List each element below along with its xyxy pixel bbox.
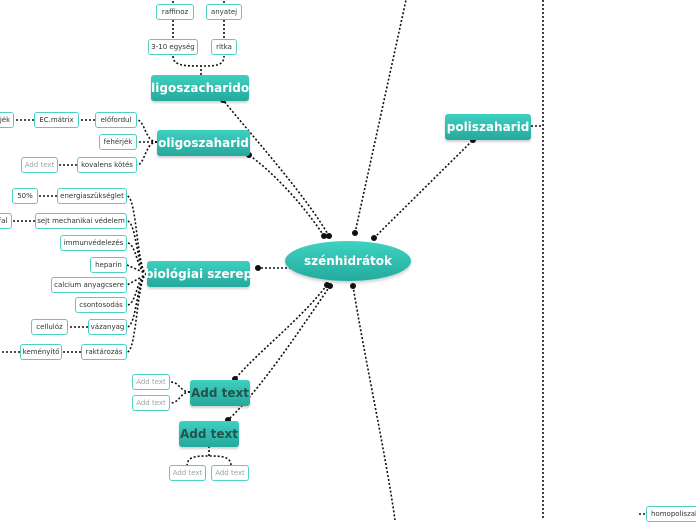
topic-label: oligoszacharidok bbox=[142, 81, 258, 95]
leaf-ec-matrix[interactable]: EC.mátrix bbox=[34, 112, 79, 128]
topic-oligoszaharid[interactable]: oligoszaharid bbox=[157, 130, 250, 156]
leaf-add-text-1a[interactable]: Add text bbox=[132, 374, 170, 390]
leaf-label: ritka bbox=[216, 43, 232, 51]
leaf-feherjek[interactable]: fehérjék bbox=[99, 134, 137, 150]
leaf-raffinoz[interactable]: raffinoz bbox=[156, 4, 194, 20]
leaf-vazanyag[interactable]: vázanyag bbox=[88, 319, 127, 335]
leaf-immunvedelezes[interactable]: immunvédelezés bbox=[60, 235, 127, 251]
topic-add-text-1[interactable]: Add text bbox=[190, 380, 250, 406]
topic-oligoszacharidok[interactable]: oligoszacharidok bbox=[143, 75, 257, 101]
leaf-label: sejt mechanikai védelem bbox=[37, 217, 125, 225]
leaf-add-text-2b[interactable]: Add text bbox=[211, 465, 249, 481]
topic-add-text-2[interactable]: Add text bbox=[179, 421, 239, 447]
leaf-50-percent[interactable]: 50% bbox=[12, 188, 38, 204]
leaf-energiaszukseglet[interactable]: energiaszükséglet bbox=[57, 188, 127, 204]
leaf-label: kovalens kötés bbox=[81, 161, 133, 169]
leaf-label: jék bbox=[0, 116, 11, 124]
leaf-add-text-1b[interactable]: Add text bbox=[132, 395, 170, 411]
leaf-label: csontosodás bbox=[79, 301, 123, 309]
leaf-label: Add text bbox=[215, 469, 245, 477]
leaf-label: heparin bbox=[95, 261, 122, 269]
leaf-add-text[interactable]: Add text bbox=[21, 157, 58, 173]
leaf-label: fal bbox=[0, 217, 8, 225]
leaf-raktarozas[interactable]: raktározás bbox=[81, 344, 127, 360]
topic-biologiai-szerep[interactable]: biológiai szerep bbox=[144, 261, 253, 287]
leaf-3-10-egyseg[interactable]: 3-10 egység bbox=[148, 39, 198, 55]
leaf-csontosodas[interactable]: csontosodás bbox=[75, 297, 127, 313]
leaf-label: immunvédelezés bbox=[63, 239, 124, 247]
leaf-label: vázanyag bbox=[90, 323, 125, 331]
leaf-label: homopoliszah bbox=[651, 510, 696, 518]
leaf-label: raffinoz bbox=[161, 8, 189, 16]
leaf-kovalens-kotes[interactable]: kovalens kötés bbox=[77, 157, 137, 173]
leaf-label: fehérjék bbox=[103, 138, 133, 146]
leaf-kemenyito[interactable]: keményítő bbox=[20, 344, 62, 360]
leaf-elofordul[interactable]: előfordul bbox=[95, 112, 137, 128]
leaf-label: anyatej bbox=[210, 8, 238, 16]
leaf-label: Add text bbox=[136, 378, 166, 386]
leaf-label: raktározás bbox=[85, 348, 123, 356]
leaf-label: calcium anyagcsere bbox=[54, 281, 124, 289]
leaf-label: 3-10 egység bbox=[151, 43, 195, 51]
leaf-label: előfordul bbox=[100, 116, 132, 124]
leaf-fal[interactable]: fal bbox=[0, 213, 12, 229]
leaf-jek[interactable]: jék bbox=[0, 112, 14, 128]
leaf-label: keményítő bbox=[22, 348, 60, 356]
topic-label: biológiai szerep bbox=[144, 267, 253, 281]
topic-label: poliszaharid bbox=[446, 120, 530, 134]
leaf-label: Add text bbox=[24, 161, 55, 169]
leaf-sejt-mechanikai-vedelem[interactable]: sejt mechanikai védelem bbox=[35, 213, 127, 229]
central-topic[interactable]: szénhidrátok bbox=[285, 241, 411, 281]
topic-label: Add text bbox=[191, 386, 249, 400]
leaf-ritka[interactable]: ritka bbox=[211, 39, 237, 55]
leaf-label: Add text bbox=[172, 469, 203, 477]
topic-label: Add text bbox=[180, 427, 238, 441]
leaf-add-text-2a[interactable]: Add text bbox=[169, 465, 206, 481]
leaf-cellulo[interactable]: cellulóz bbox=[31, 319, 68, 335]
leaf-label: 50% bbox=[17, 192, 33, 200]
leaf-label: cellulóz bbox=[36, 323, 63, 331]
topic-label: oligoszaharid bbox=[158, 136, 249, 150]
leaf-label: Add text bbox=[136, 399, 166, 407]
leaf-heparin[interactable]: heparin bbox=[90, 257, 127, 273]
leaf-label: energiaszükséglet bbox=[60, 192, 124, 200]
leaf-anyatej[interactable]: anyatej bbox=[206, 4, 242, 20]
central-topic-label: szénhidrátok bbox=[303, 254, 393, 268]
topic-poliszaharid[interactable]: poliszaharid bbox=[445, 114, 531, 140]
leaf-label: EC.mátrix bbox=[39, 116, 74, 124]
leaf-calcium-anyagcsere[interactable]: calcium anyagcsere bbox=[51, 277, 127, 293]
